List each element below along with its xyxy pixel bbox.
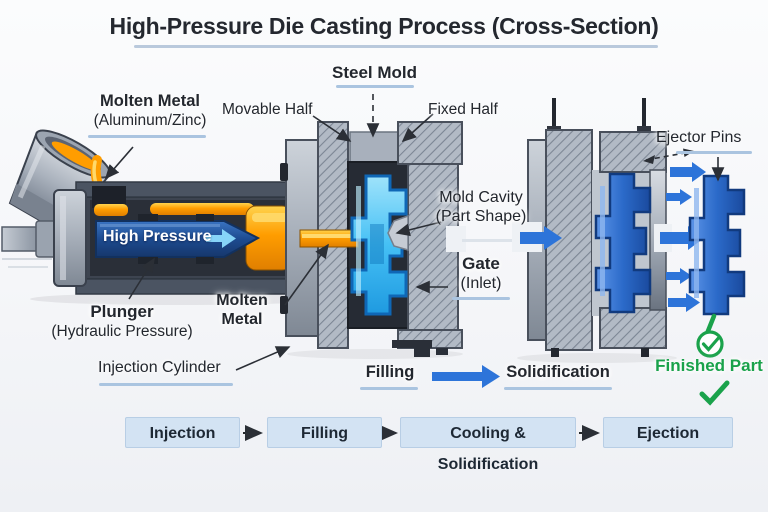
motion-streaks [2,258,52,268]
label-line: (Hydraulic Pressure) [51,322,193,340]
label-line: Molten [216,292,268,309]
page-title: High-Pressure Die Casting Process (Cross… [109,13,659,39]
label-movable-half: Movable Half [222,101,313,118]
label-underline [99,383,233,386]
check-icon [701,336,720,352]
label-line: Molten Metal [100,92,200,110]
ejector-pin [642,98,646,130]
title-underline [134,45,658,48]
label-mold-cavity: Mold Cavity (Part Shape) [425,189,537,227]
label-finished-part: Finished Part [655,356,763,375]
label-underline [360,387,418,390]
label-underline [504,387,612,390]
label-molten-metal-source: Molten Metal (Aluminum/Zinc) [58,92,242,131]
mold-top-block [349,131,399,163]
gate-tab [446,226,466,252]
cavity-hollow [370,224,384,264]
label-injection-cylinder: Injection Cylinder [98,359,221,376]
leader-molten-metal [104,146,134,180]
leader-fixed-half [401,113,434,143]
label-plunger: Plunger (Hydraulic Pressure) [37,302,207,342]
label-line: Metal [221,310,263,328]
label-line: Mold Cavity [439,189,523,206]
plunger-graphic [95,214,261,264]
check-icon [699,380,730,406]
step-injection: Injection [125,417,240,448]
label-molten-metal-inlet: Molten Metal [202,292,282,330]
label-ejector-pins: Ejector Pins [656,129,742,146]
label-gate: Gate (Inlet) [438,254,524,294]
label-line: (Part Shape) [435,207,527,225]
cylinder-shadow [30,293,330,305]
label-underline [336,85,414,88]
label-line: Gate [462,254,500,273]
filling-to-solidification-arrow [432,365,500,388]
pressure-direction-icon [206,235,222,242]
leader-plunger [128,257,155,300]
label-solidification-stage: Solidification [506,363,610,381]
ladle-liquid [51,141,99,171]
label-filling-stage: Filling [365,363,415,381]
label-underline [452,297,510,300]
ejector-pin [552,98,556,130]
label-underline [676,151,752,154]
leader-movable-half [312,115,352,142]
parting-line [462,239,514,242]
step-filling: Filling [267,417,382,448]
label-line: (Inlet) [460,274,502,292]
label-line: Plunger [90,302,154,321]
molten-metal-tube [299,229,359,248]
label-high-pressure: High Pressure [103,228,212,245]
label-fixed-half: Fixed Half [428,101,498,118]
step-cooling-solidification: Cooling & Solidification [400,417,576,473]
label-underline [88,135,206,138]
leader-lines [104,94,725,371]
ejection-arrows [512,162,706,312]
leader-molten-inlet [284,243,329,306]
check-circle-icon [696,330,724,358]
label-line: (Aluminum/Zinc) [93,111,207,129]
success-marks [696,313,730,406]
pour-inlet [92,186,126,208]
leader-injection-cylinder [235,346,291,371]
label-steel-mold: Steel Mold [332,63,418,82]
cylinder-flange [53,189,87,287]
leader-mold-cavity [395,221,442,237]
step-ejection: Ejection [603,417,733,448]
